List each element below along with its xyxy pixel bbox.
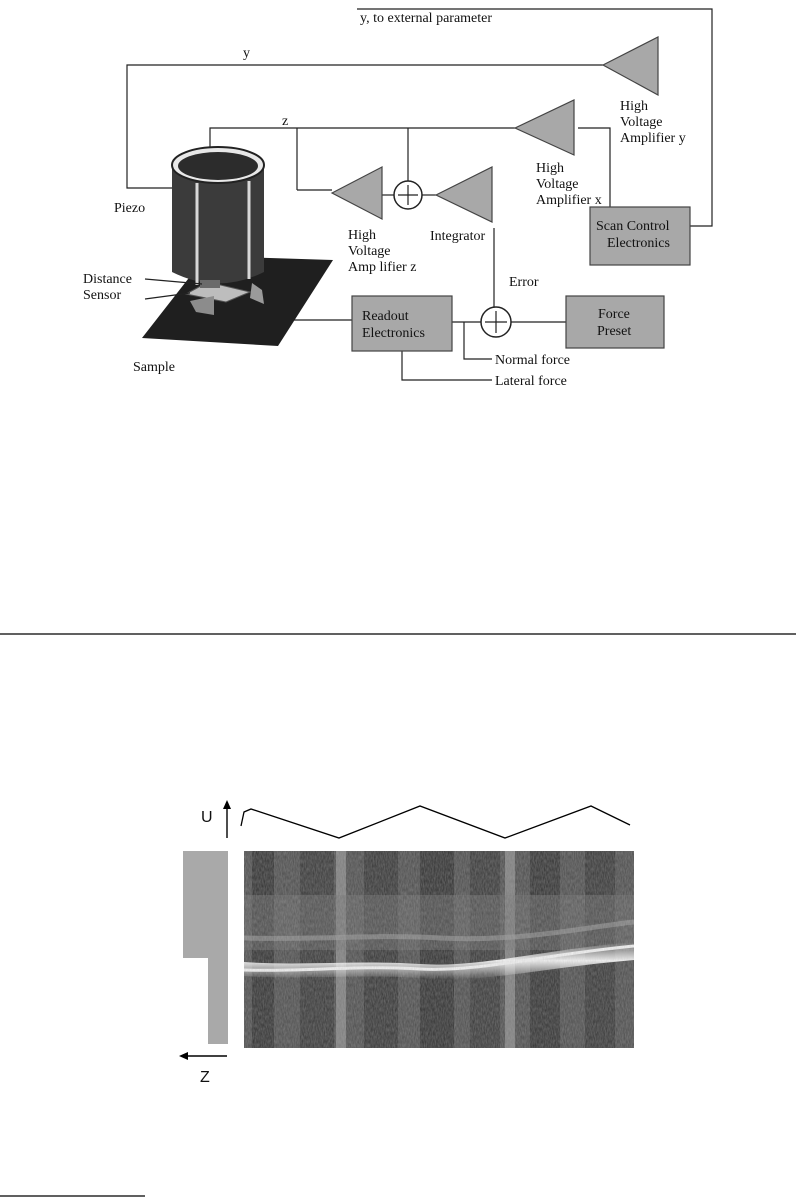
amplifier-x-triangle [515, 100, 574, 155]
amplifier-x-label-3: Amplifier x [536, 193, 602, 208]
integrator-label: Integrator [430, 229, 486, 244]
z-label: z [282, 114, 288, 129]
z-axis-label: Z [200, 1069, 210, 1086]
scan-control-label-1: Scan Control [596, 219, 670, 234]
u-axis-label: U [201, 809, 213, 826]
force-preset-box [566, 296, 664, 348]
amplifier-x-label-2: Voltage [536, 177, 579, 192]
y-external-label: y, to external parameter [360, 11, 492, 26]
amplifier-z-label-3: Amp lifier z [348, 260, 416, 275]
normal-force-label: Normal force [495, 353, 570, 368]
amplifier-z-label-2: Voltage [348, 244, 391, 259]
z-profile-shape [183, 851, 228, 1044]
lateral-force-label: Lateral force [495, 374, 567, 389]
summing-junction-upper [394, 181, 422, 209]
measurement-image [244, 851, 634, 1048]
readout-label-2: Electronics [362, 326, 425, 341]
voltage-waveform [241, 806, 630, 838]
y-label: y [243, 46, 250, 61]
amplifier-y-triangle [603, 37, 658, 95]
force-preset-label-2: Preset [597, 324, 631, 339]
summing-junction-lower [481, 307, 511, 337]
scan-control-label-2: Electronics [607, 236, 670, 251]
distance-sensor-label-2: Sensor [83, 288, 121, 303]
force-preset-label-1: Force [598, 307, 630, 322]
amplifier-y-label-1: High [620, 99, 648, 114]
error-label: Error [509, 275, 539, 290]
distance-sensor-label-1: Distance [83, 272, 132, 287]
amplifier-y-label-3: Amplifier y [620, 131, 686, 146]
amplifier-x-label-1: High [536, 161, 564, 176]
amplifier-z-label-1: High [348, 228, 376, 243]
readout-label-1: Readout [362, 309, 409, 324]
sample-label: Sample [133, 360, 175, 375]
piezo-label: Piezo [114, 201, 145, 216]
piezo-tube [172, 147, 264, 285]
amplifier-y-label-2: Voltage [620, 115, 663, 130]
amplifier-z-triangle [332, 167, 382, 219]
integrator-triangle [436, 167, 492, 222]
